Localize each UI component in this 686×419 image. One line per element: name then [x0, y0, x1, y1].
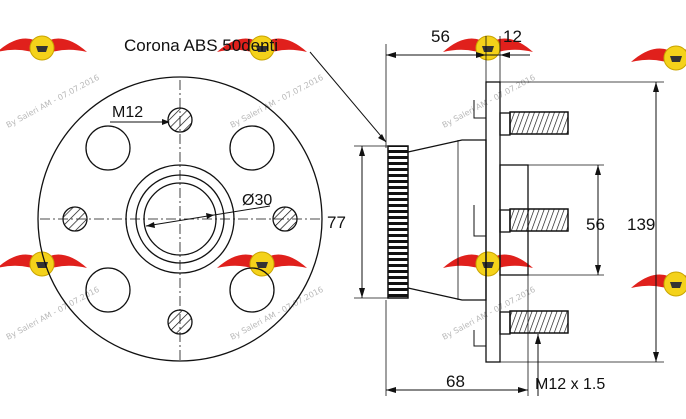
- watermark-logo-icon: [630, 271, 686, 297]
- arrow-icon: [359, 146, 365, 156]
- dim-label-abs-diameter: 77: [327, 213, 346, 232]
- thread-label: M12: [112, 104, 143, 121]
- watermark-logo-icon: [0, 251, 88, 277]
- watermark-text: By Saleri AM - 07.07.2016: [229, 73, 325, 130]
- arrow-icon: [359, 288, 365, 298]
- watermark-text: By Saleri AM - 07.07.2016: [5, 73, 101, 130]
- thread-leader-arrow-icon: [162, 119, 170, 125]
- stud-thread-outline: [509, 111, 569, 135]
- arrow-icon: [595, 165, 601, 175]
- arrow-icon: [653, 352, 659, 362]
- dim-label-flange-width: 56: [431, 27, 450, 46]
- abs-tone-ring: [387, 145, 409, 299]
- lightening-hole: [85, 267, 131, 313]
- arrow-icon: [386, 387, 396, 393]
- abs-tone-ring-outline: [387, 145, 409, 299]
- flange-shoulder: [473, 205, 486, 237]
- bore-leader-arrow-icon: [206, 213, 214, 219]
- flange-side: [485, 81, 501, 363]
- dim-label-flange-diameter: 139: [627, 215, 655, 234]
- arrow-icon: [386, 52, 396, 58]
- stud-head: [499, 311, 511, 335]
- stud-thread-label: M12 x 1.5: [535, 376, 605, 393]
- stud-thread: [509, 310, 569, 334]
- front-view: [37, 76, 323, 362]
- arrow-icon: [535, 334, 541, 344]
- watermark-logo-icon: [0, 35, 88, 61]
- stud-head: [499, 209, 511, 233]
- abs-label-leader: [309, 51, 387, 143]
- flange-shoulder: [473, 100, 486, 119]
- arrow-icon: [653, 82, 659, 92]
- stud-thread-outline: [509, 310, 569, 334]
- flange-shoulder: [473, 330, 486, 347]
- stud-thread: [509, 111, 569, 135]
- bore-label: Ø30: [242, 192, 272, 209]
- arrow-icon: [518, 387, 528, 393]
- stud-thread: [509, 208, 569, 232]
- arrow-icon: [500, 52, 510, 58]
- dim-label-total-length: 68: [446, 372, 465, 391]
- watermark-logo-icon: [216, 251, 308, 277]
- lightening-hole: [229, 125, 275, 171]
- watermark-text: By Saleri AM - 07.07.2016: [229, 285, 325, 342]
- stud-thread-outline: [509, 208, 569, 232]
- lightening-hole: [85, 125, 131, 171]
- arrow-icon: [378, 134, 386, 142]
- flange-outline: [37, 76, 323, 362]
- watermark-logo-icon: [630, 45, 686, 71]
- stud-head: [499, 112, 511, 136]
- dim-label-flange-thickness: 12: [503, 27, 522, 46]
- side-view: [309, 36, 664, 396]
- watermark-logo-icon: [442, 251, 534, 277]
- bore-leader-arrow-icon: [146, 222, 155, 228]
- lightening-hole: [229, 267, 275, 313]
- abs-ring-label: Corona ABS 50denti: [124, 36, 278, 55]
- arrow-icon: [595, 265, 601, 275]
- dim-label-pilot-diameter: 56: [586, 215, 605, 234]
- arrow-icon: [476, 52, 486, 58]
- dimension-arrows: [359, 52, 659, 393]
